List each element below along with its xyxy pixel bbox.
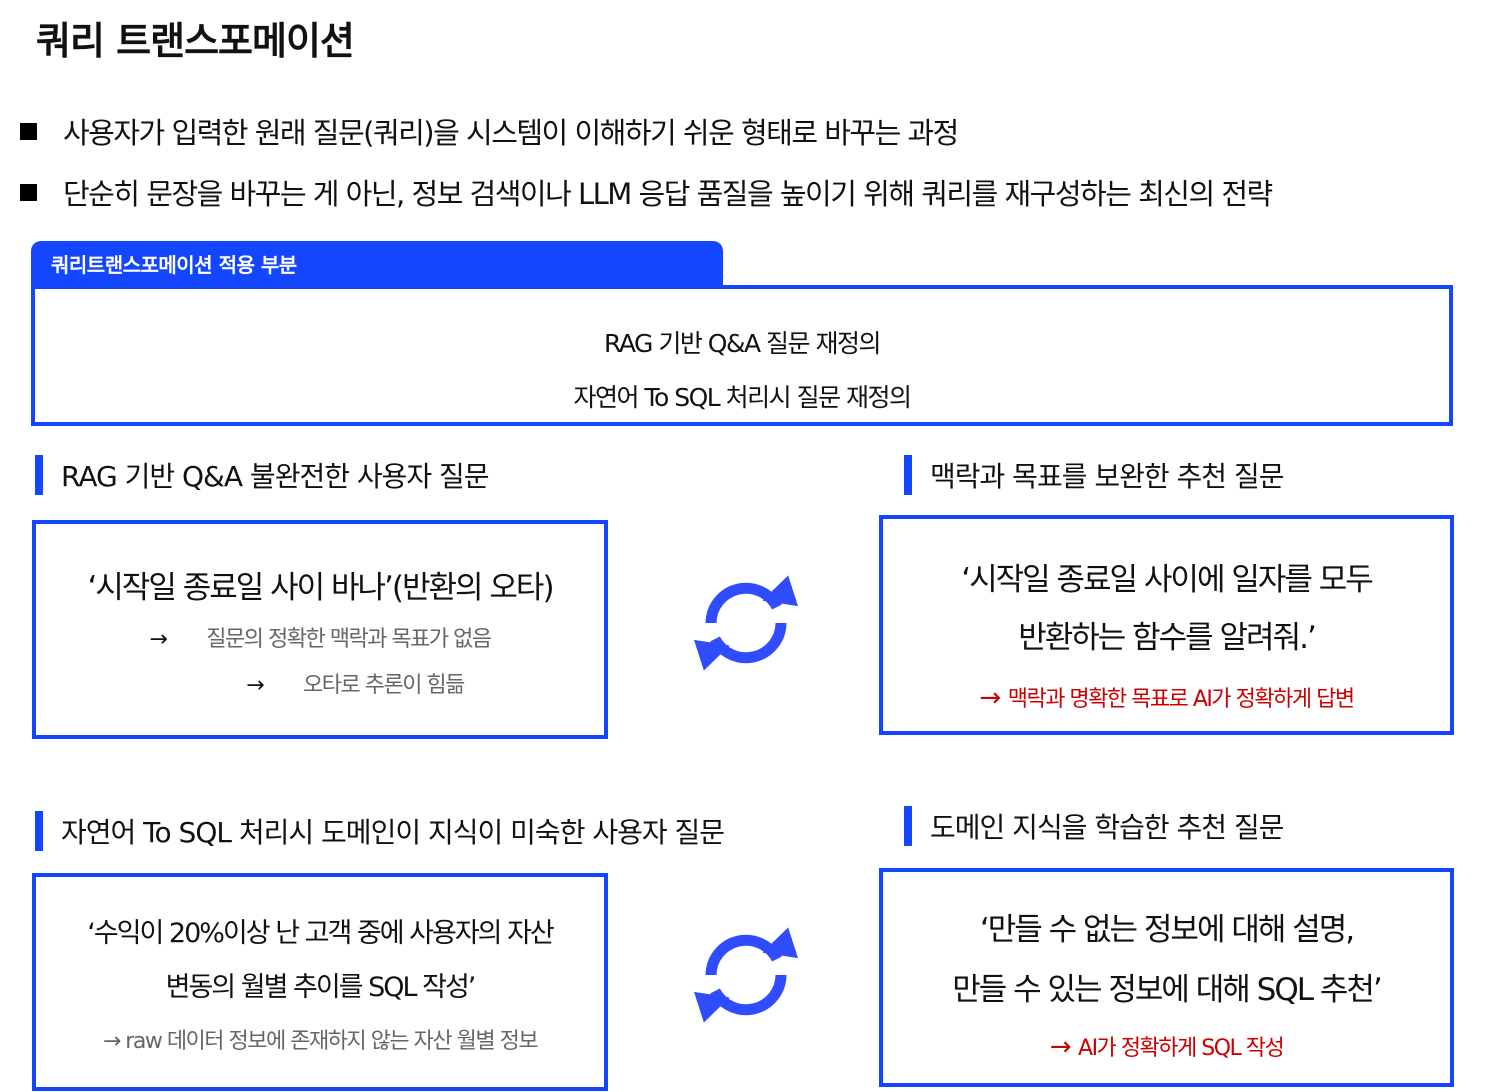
bullet-text: 단순히 문장을 바꾸는 게 아닌, 정보 검색이나 LLM 응답 품질을 높이기… — [63, 177, 1273, 211]
heading-accent-bar — [904, 806, 912, 846]
red-right-arrow-icon: → — [979, 683, 1001, 713]
rag-recommended-question-card: ‘시작일 종료일 사이에 일자를 모두 반환하는 함수를 알려줘.’ →맥락과 … — [879, 515, 1454, 735]
rag-incomplete-question-card: ‘시작일 종료일 사이 바나’(반환의 오타) →질문의 정확한 맥락과 목표가… — [32, 520, 608, 739]
red-right-arrow-icon: → — [1049, 1032, 1072, 1062]
apply-line: 자연어 To SQL 처리시 질문 재정의 — [573, 383, 912, 412]
sql-immature-question-card: ‘수익이 20%이상 난 고객 중에 사용자의 자산 변동의 월별 추이를 SQ… — [32, 873, 608, 1091]
heading-accent-bar — [35, 455, 43, 495]
bullet-item: 사용자가 입력한 원래 질문(쿼리)을 시스템이 이해하기 쉬운 형태로 바꾸는… — [20, 110, 959, 152]
right-arrow-icon: → — [149, 627, 167, 652]
page-title: 쿼리 트랜스포메이션 — [36, 19, 355, 63]
heading-text: RAG 기반 Q&A 불완전한 사용자 질문 — [61, 460, 490, 493]
heading-text: 자연어 To SQL 처리시 도메인이 지식이 미숙한 사용자 질문 — [61, 816, 725, 849]
heading-accent-bar — [904, 455, 912, 495]
square-bullet-icon — [20, 122, 37, 140]
right-arrow-icon: → — [246, 673, 264, 698]
heading-text: 도메인 지식을 학습한 추천 질문 — [930, 811, 1284, 844]
rag-right-heading: 맥락과 목표를 보완한 추천 질문 — [904, 455, 1284, 495]
note-line: →질문의 정확한 맥락과 목표가 없음 — [149, 627, 492, 652]
bullet-text: 사용자가 입력한 원래 질문(쿼리)을 시스템이 이해하기 쉬운 형태로 바꾸는… — [63, 116, 959, 150]
question-text: 변동의 월별 추이를 SQL 작성’ — [165, 972, 477, 1003]
note-line: → raw 데이터 정보에 존재하지 않는 자산 월별 정보 — [102, 1029, 539, 1054]
refresh-cycle-icon — [694, 927, 798, 1023]
sql-left-heading: 자연어 To SQL 처리시 도메인이 지식이 미숙한 사용자 질문 — [35, 811, 725, 851]
note-line: →AI가 정확하게 SQL 작성 — [1049, 1032, 1285, 1062]
question-text: ‘시작일 종료일 사이에 일자를 모두 — [961, 562, 1374, 598]
refresh-cycle-icon — [694, 575, 798, 671]
apply-section-tab: 쿼리트랜스포메이션 적용 부분 — [31, 241, 723, 285]
question-text: ‘만들 수 없는 정보에 대해 설명, — [979, 912, 1355, 948]
question-text: ‘수익이 20%이상 난 고객 중에 사용자의 자산 — [87, 918, 555, 949]
question-text: 반환하는 함수를 알려줘.’ — [1018, 620, 1317, 656]
sql-right-heading: 도메인 지식을 학습한 추천 질문 — [904, 806, 1284, 846]
square-bullet-icon — [20, 183, 37, 201]
apply-section-box: RAG 기반 Q&A 질문 재정의 자연어 To SQL 처리시 질문 재정의 — [31, 285, 1453, 426]
sql-recommended-question-card: ‘만들 수 없는 정보에 대해 설명, 만들 수 있는 정보에 대해 SQL 추… — [879, 868, 1454, 1087]
heading-accent-bar — [35, 811, 43, 851]
question-text: 만들 수 있는 정보에 대해 SQL 추천’ — [952, 972, 1383, 1008]
bullet-item: 단순히 문장을 바꾸는 게 아닌, 정보 검색이나 LLM 응답 품질을 높이기… — [20, 171, 1273, 213]
question-text: ‘시작일 종료일 사이 바나’(반환의 오타) — [87, 570, 554, 606]
apply-line: RAG 기반 Q&A 질문 재정의 — [604, 329, 881, 358]
heading-text: 맥락과 목표를 보완한 추천 질문 — [930, 460, 1284, 493]
note-line: →맥락과 명확한 목표로 AI가 정확하게 답변 — [979, 683, 1355, 713]
note-line: →오타로 추론이 힘듦 — [246, 673, 465, 698]
rag-left-heading: RAG 기반 Q&A 불완전한 사용자 질문 — [35, 455, 490, 495]
